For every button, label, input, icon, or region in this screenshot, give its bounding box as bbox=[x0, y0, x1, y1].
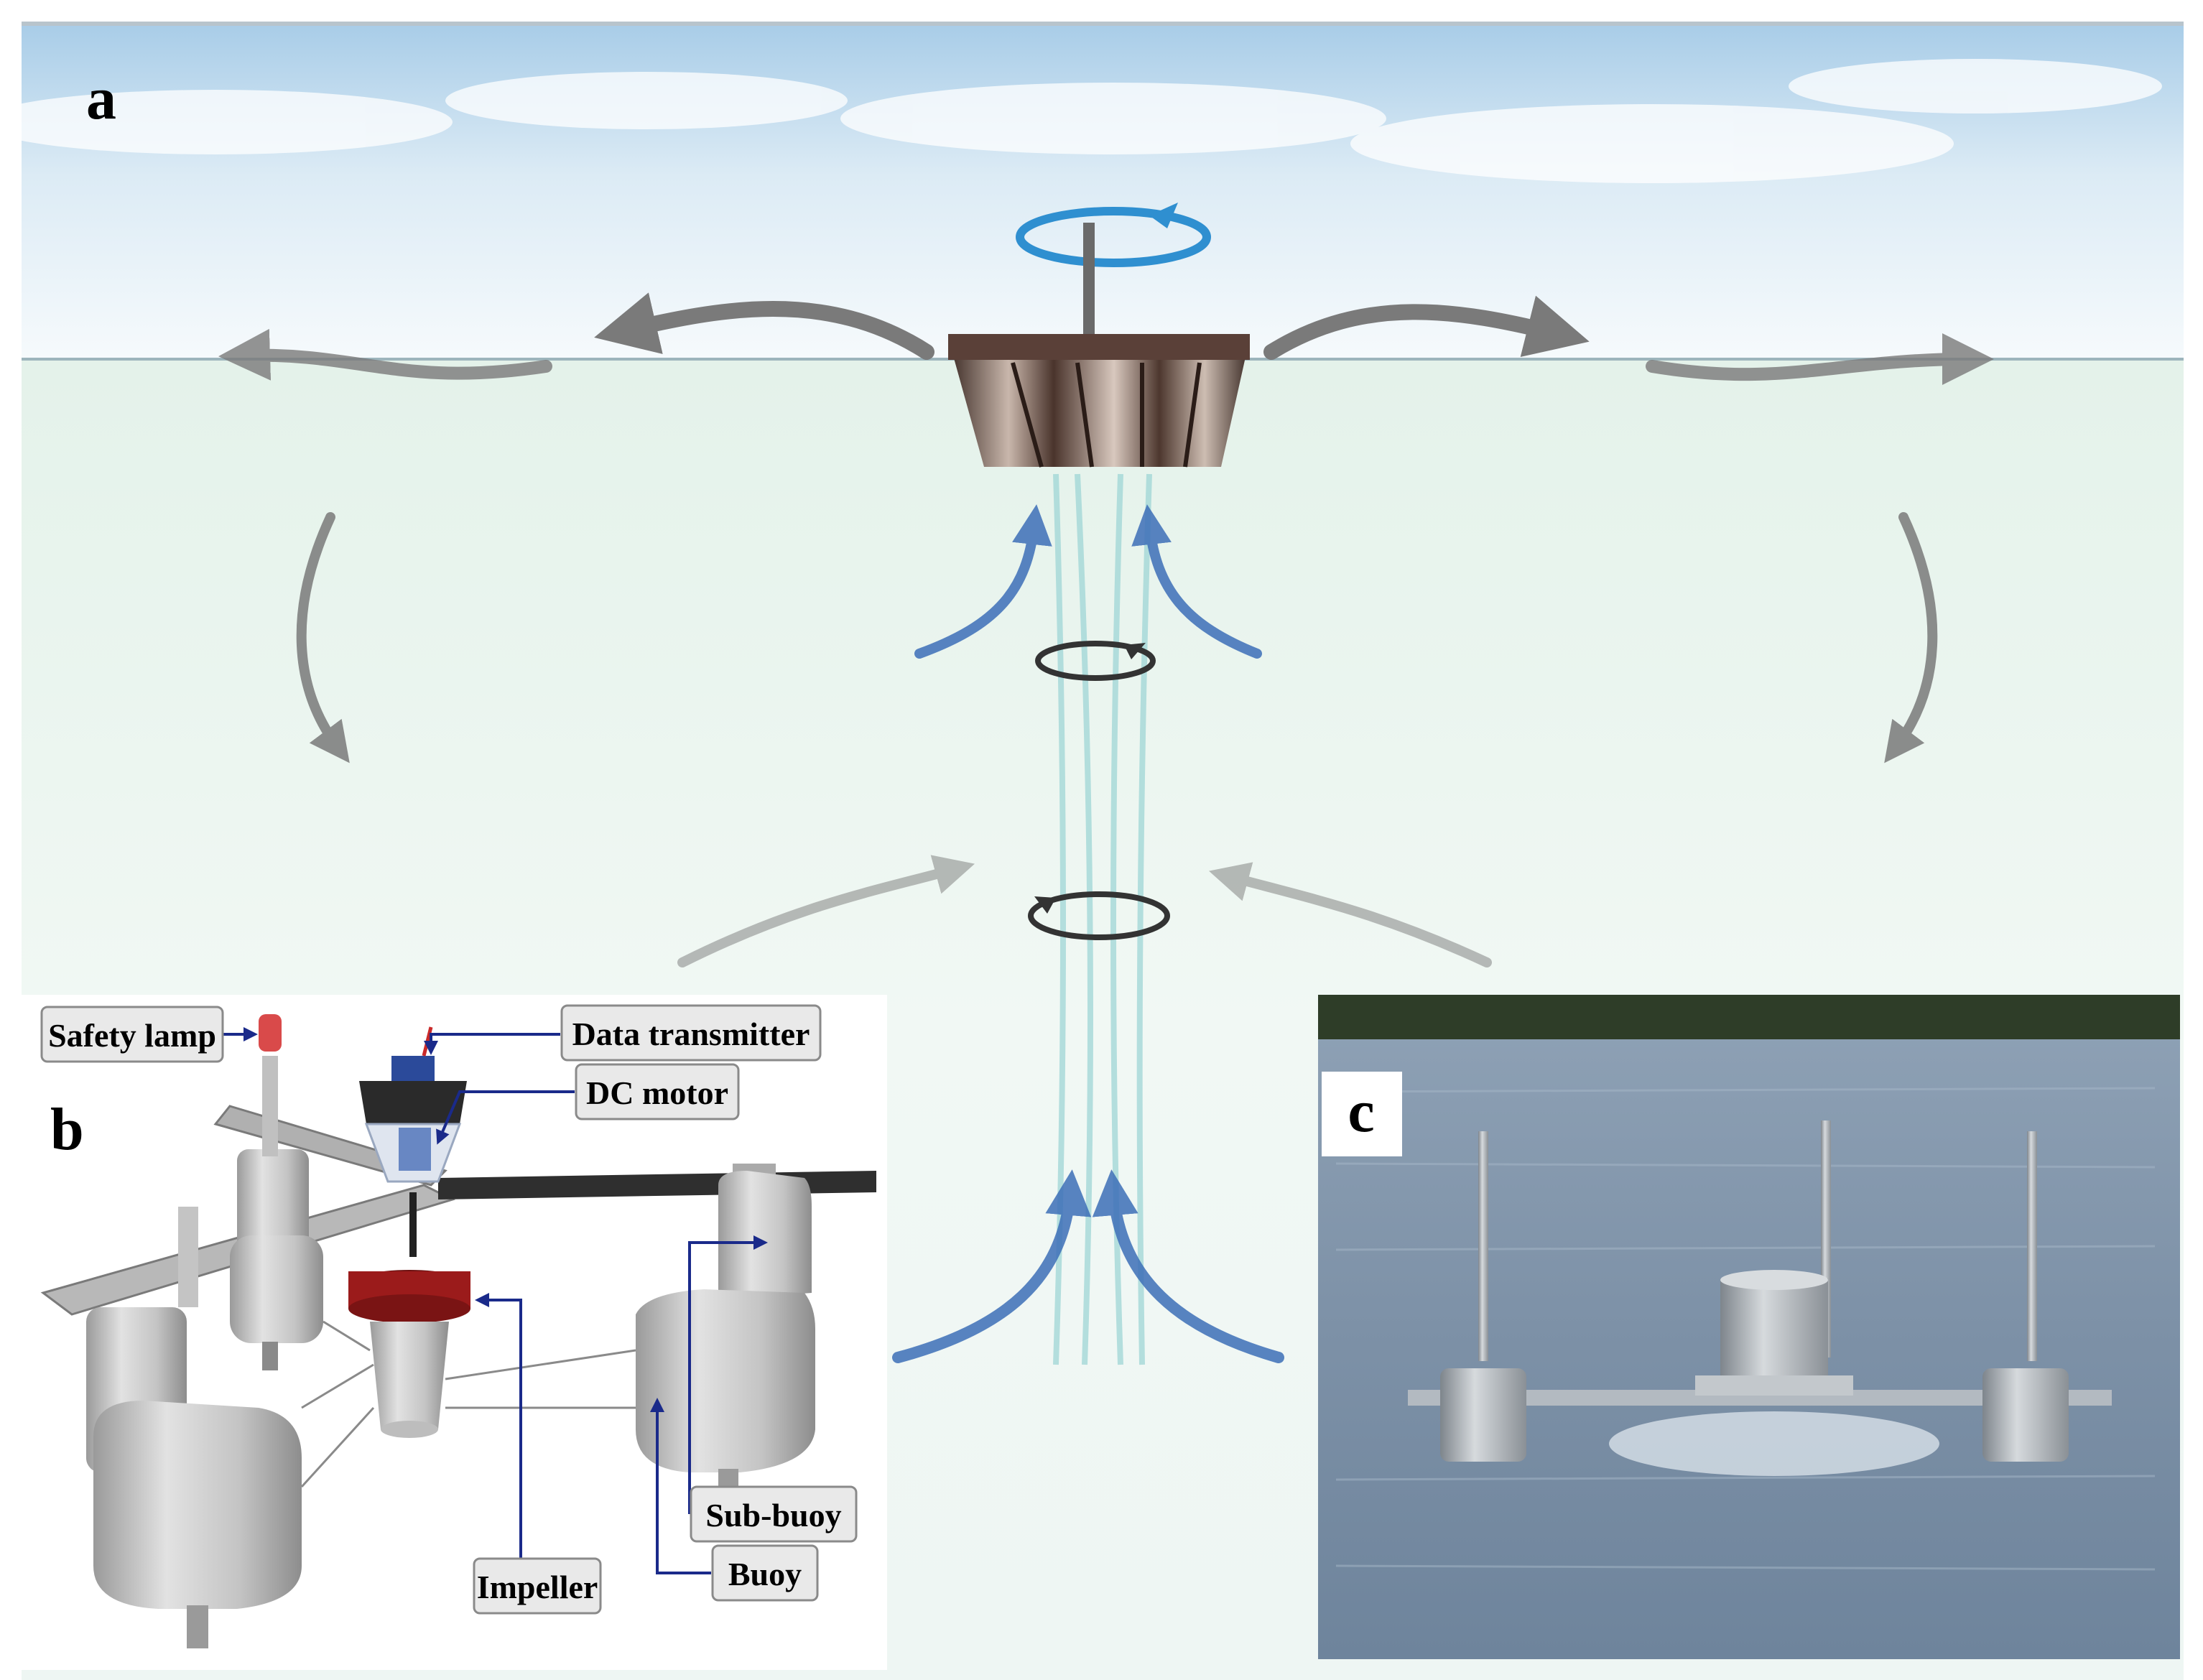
panel-c-label: c bbox=[1348, 1078, 1374, 1145]
outflow-arrow-right-near bbox=[1263, 295, 1590, 360]
dc-motor-core bbox=[399, 1128, 431, 1171]
surface-outflow-arrows bbox=[218, 292, 1994, 967]
svg-text:Sub-buoy: Sub-buoy bbox=[705, 1497, 841, 1533]
return-arrow-left bbox=[677, 855, 975, 967]
svg-text:Buoy: Buoy bbox=[728, 1556, 802, 1592]
shaft-rotation-arrow bbox=[1016, 203, 1211, 267]
impeller-illustration bbox=[948, 334, 1250, 468]
upflow-arrow-upper-right bbox=[1131, 504, 1262, 659]
red-impeller bbox=[348, 1270, 470, 1438]
callout-impeller: Impeller bbox=[473, 1557, 602, 1615]
callout-buoy: Buoy bbox=[711, 1544, 819, 1602]
aerator-photo bbox=[1408, 1120, 2112, 1476]
downflow-arrow-right bbox=[1884, 512, 1938, 764]
swirl-arrow-upper bbox=[1035, 641, 1156, 681]
swirl-arrow-lower bbox=[1028, 891, 1170, 940]
left-buoy bbox=[86, 1207, 302, 1648]
upflow-arrow-lower-right bbox=[1092, 1169, 1284, 1363]
callout-lines bbox=[223, 1027, 768, 1574]
svg-text:DC motor: DC motor bbox=[586, 1075, 728, 1111]
panel-b-label: b bbox=[50, 1096, 84, 1163]
impeller-shaft bbox=[1083, 223, 1095, 345]
callout-data-transmitter: Data transmitter bbox=[560, 1004, 822, 1062]
callout-dc-motor: DC motor bbox=[575, 1063, 740, 1120]
splash-foam bbox=[1609, 1411, 1939, 1476]
water-column bbox=[1053, 473, 1152, 1365]
back-left-buoy bbox=[230, 1014, 323, 1370]
panel-a-label: a bbox=[86, 65, 116, 132]
clouds bbox=[0, 59, 2162, 183]
figure-top-border bbox=[22, 22, 2184, 26]
tether-lines bbox=[300, 1320, 636, 1488]
callout-safety-lamp: Safety lamp bbox=[40, 1006, 224, 1063]
panel-c: c bbox=[1318, 995, 2180, 1659]
svg-text:Impeller: Impeller bbox=[477, 1569, 598, 1605]
svg-text:Data transmitter: Data transmitter bbox=[572, 1016, 810, 1052]
upflow-arrows bbox=[892, 504, 1284, 1363]
upflow-arrow-lower-left bbox=[892, 1169, 1092, 1363]
svg-text:Safety lamp: Safety lamp bbox=[48, 1017, 216, 1054]
panel-c-label-bg bbox=[1322, 1072, 1402, 1156]
water-ripples bbox=[1335, 1087, 2156, 1571]
upflow-arrow-upper-left bbox=[914, 504, 1052, 659]
callout-sub-buoy: Sub-buoy bbox=[690, 1485, 858, 1543]
outflow-arrow-right-far bbox=[1646, 333, 1994, 386]
safety-lamp bbox=[259, 1014, 282, 1052]
return-arrow-right bbox=[1208, 862, 1492, 967]
outflow-arrow-left-far bbox=[218, 328, 552, 381]
outflow-arrow-left-near bbox=[594, 292, 934, 360]
data-transmitter-box bbox=[391, 1056, 435, 1082]
tree-line bbox=[1318, 995, 2180, 1039]
downflow-arrow-left bbox=[296, 512, 350, 764]
panel-b: b bbox=[22, 995, 887, 1670]
